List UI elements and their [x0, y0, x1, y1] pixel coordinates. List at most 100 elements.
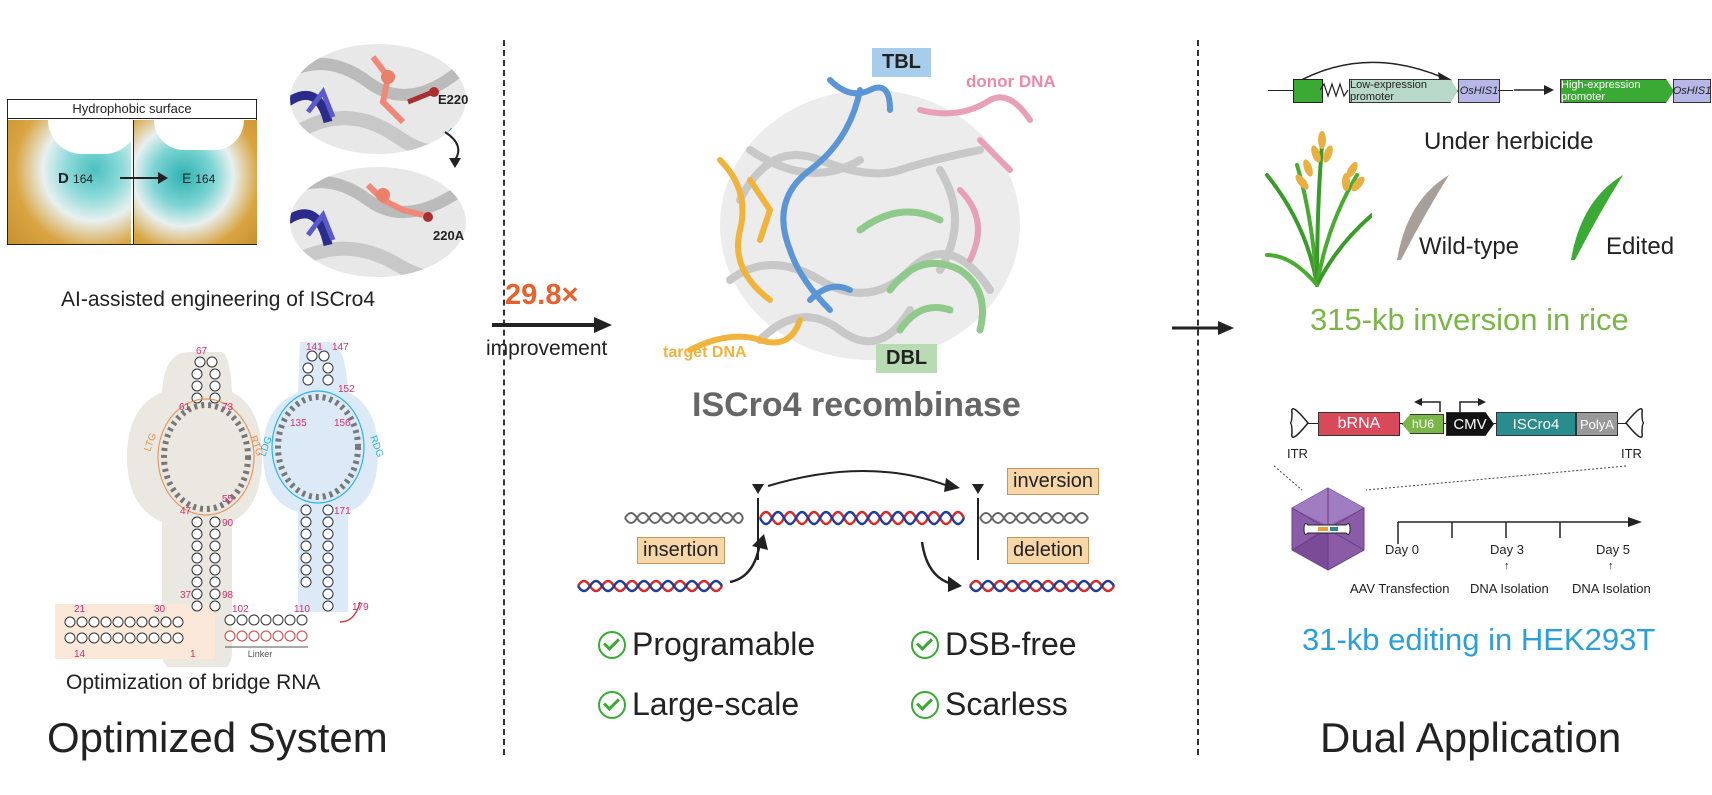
ai-engineering-caption: AI-assisted engineering of ISCro4: [61, 288, 376, 311]
rna-num-14: 14: [74, 649, 86, 660]
dna-right-gray: [979, 512, 1089, 524]
rna-left-stem: [191, 356, 221, 404]
rna-rdg-loop: [275, 394, 361, 500]
low-expression-promoter: Low-expression promoter: [1349, 79, 1458, 103]
residue-after: E: [182, 170, 192, 186]
rna-num-1: 1: [190, 649, 196, 660]
check-icon: [911, 690, 939, 719]
dbl-label: DBL: [876, 344, 938, 373]
rna-ltg-loop: [161, 402, 251, 512]
construct-line-left-end: [1498, 90, 1513, 91]
dna-middle-colored: [758, 510, 966, 526]
feature-dsb-free-label: DSB-free: [945, 626, 1077, 662]
hydrophobic-surface-panel: Hydrophobic surface D 164 E 164: [7, 99, 257, 245]
rna-bottom-stem: [64, 616, 184, 644]
bridge-rna-diagram: Linker 67 61 73 47 55 90 37 98 102 110 1…: [55, 342, 385, 667]
rna-right-column: [300, 504, 334, 612]
tag-deletion: deletion: [1007, 537, 1090, 564]
rna-num-30: 30: [154, 604, 166, 615]
divider-right: [1197, 40, 1199, 755]
rna-num-37: 37: [180, 590, 192, 601]
rice-plant-icon: [1265, 131, 1372, 287]
dna-donor-insert: [576, 579, 724, 593]
rna-num-55: 55: [222, 494, 234, 505]
residue-after-num: 164: [195, 172, 216, 186]
structure-curved-arrow: [444, 131, 461, 168]
wild-type-label: Wild-type: [1419, 233, 1520, 260]
feature-programable-label: Programable: [632, 626, 816, 662]
rna-right-stem: [302, 350, 334, 386]
divider-left: [503, 40, 505, 755]
tag-inversion: inversion: [1007, 468, 1100, 495]
dual-application-title: Dual Application: [1320, 714, 1622, 761]
rna-num-135: 135: [290, 418, 307, 429]
timeline-step-5: DNA Isolation: [1572, 581, 1651, 596]
under-herbicide-label: Under herbicide: [1424, 128, 1594, 155]
improvement-label: improvement: [486, 337, 608, 360]
surface-before: D 164: [8, 120, 131, 244]
timeline-step-3: DNA Isolation: [1470, 581, 1549, 596]
rna-num-179: 179: [352, 602, 369, 613]
up-arrow-day3: ↑: [1504, 560, 1510, 572]
rna-num-90: 90: [222, 518, 234, 529]
brna-element: bRNA: [1318, 412, 1400, 436]
protein-structure-bottom: 220A: [290, 167, 466, 277]
rna-stem-shading: [55, 604, 215, 659]
spring-linker: [1320, 82, 1349, 98]
target-dna-label: target DNA: [663, 344, 747, 361]
residue-before: D: [58, 170, 69, 187]
oshis1-gene-right: OsHIS1: [1673, 79, 1711, 103]
construct-transition-arrow: [1514, 85, 1554, 95]
rna-num-47: 47: [180, 506, 192, 517]
itr-right-label: ITR: [1621, 446, 1642, 461]
rna-linker-label: Linker: [248, 649, 273, 659]
rna-num-171: 171: [334, 506, 351, 517]
feature-scarless-label: Scarless: [945, 686, 1068, 722]
up-arrow-day5: ↑: [1608, 560, 1614, 572]
wild-type-leaf-icon: [1397, 175, 1449, 260]
inversion-arrow: [767, 470, 949, 487]
feature-dsb-free: DSB-free: [911, 626, 1077, 663]
rna-linker-pair-row: [224, 630, 308, 642]
construct-line-left: [1268, 90, 1294, 91]
iscro4-element: ISCro4: [1496, 412, 1576, 436]
hek-result: 31-kb editing in HEK293T: [1302, 622, 1656, 657]
timeline-day0: Day 0: [1385, 542, 1419, 557]
rna-num-156: 156: [334, 418, 351, 429]
tag-insertion: insertion: [637, 537, 725, 564]
rna-dbl-shading: [263, 342, 378, 612]
rna-num-141: 141: [306, 342, 323, 353]
itr-right-icon: [1625, 408, 1645, 438]
cmv-element: CMV: [1446, 412, 1494, 436]
surface-after: E 164: [133, 120, 257, 244]
dna-deleted-circle: [968, 579, 1116, 593]
label-220a: 220A: [433, 228, 465, 243]
hu6-element: hU6: [1402, 414, 1444, 434]
rna-linker-row: [224, 614, 308, 626]
rna-num-61: 61: [179, 402, 191, 413]
recombination-diagram: [576, 470, 1116, 593]
rna-num-102: 102: [232, 604, 249, 615]
donor-dna-label: donor DNA: [966, 72, 1056, 91]
fold-improvement: 29.8×: [505, 279, 579, 311]
rna-num-67: 67: [196, 346, 208, 357]
timeline-day3: Day 3: [1490, 542, 1524, 557]
tbl-label: TBL: [872, 48, 931, 77]
dna-left-gray: [624, 512, 744, 524]
iscro4-structure: [687, 77, 1033, 360]
green-element-left: [1293, 79, 1323, 103]
check-icon: [598, 690, 626, 719]
rna-optimization-caption: Optimization of bridge RNA: [66, 671, 321, 694]
polya-element: PolyA: [1576, 412, 1618, 436]
mutation-arrow: [120, 172, 168, 184]
edited-leaf-icon: [1571, 175, 1623, 260]
timeline-day5: Day 5: [1596, 542, 1630, 557]
rna-left-column: [191, 516, 221, 612]
feature-large-scale-label: Large-scale: [632, 686, 800, 722]
check-icon: [598, 630, 626, 659]
rna-num-152: 152: [338, 384, 355, 395]
rna-num-147: 147: [332, 342, 349, 353]
itr-left-label: ITR: [1287, 446, 1308, 461]
optimized-system-title: Optimized System: [47, 714, 388, 761]
application-arrow: [1172, 321, 1234, 335]
